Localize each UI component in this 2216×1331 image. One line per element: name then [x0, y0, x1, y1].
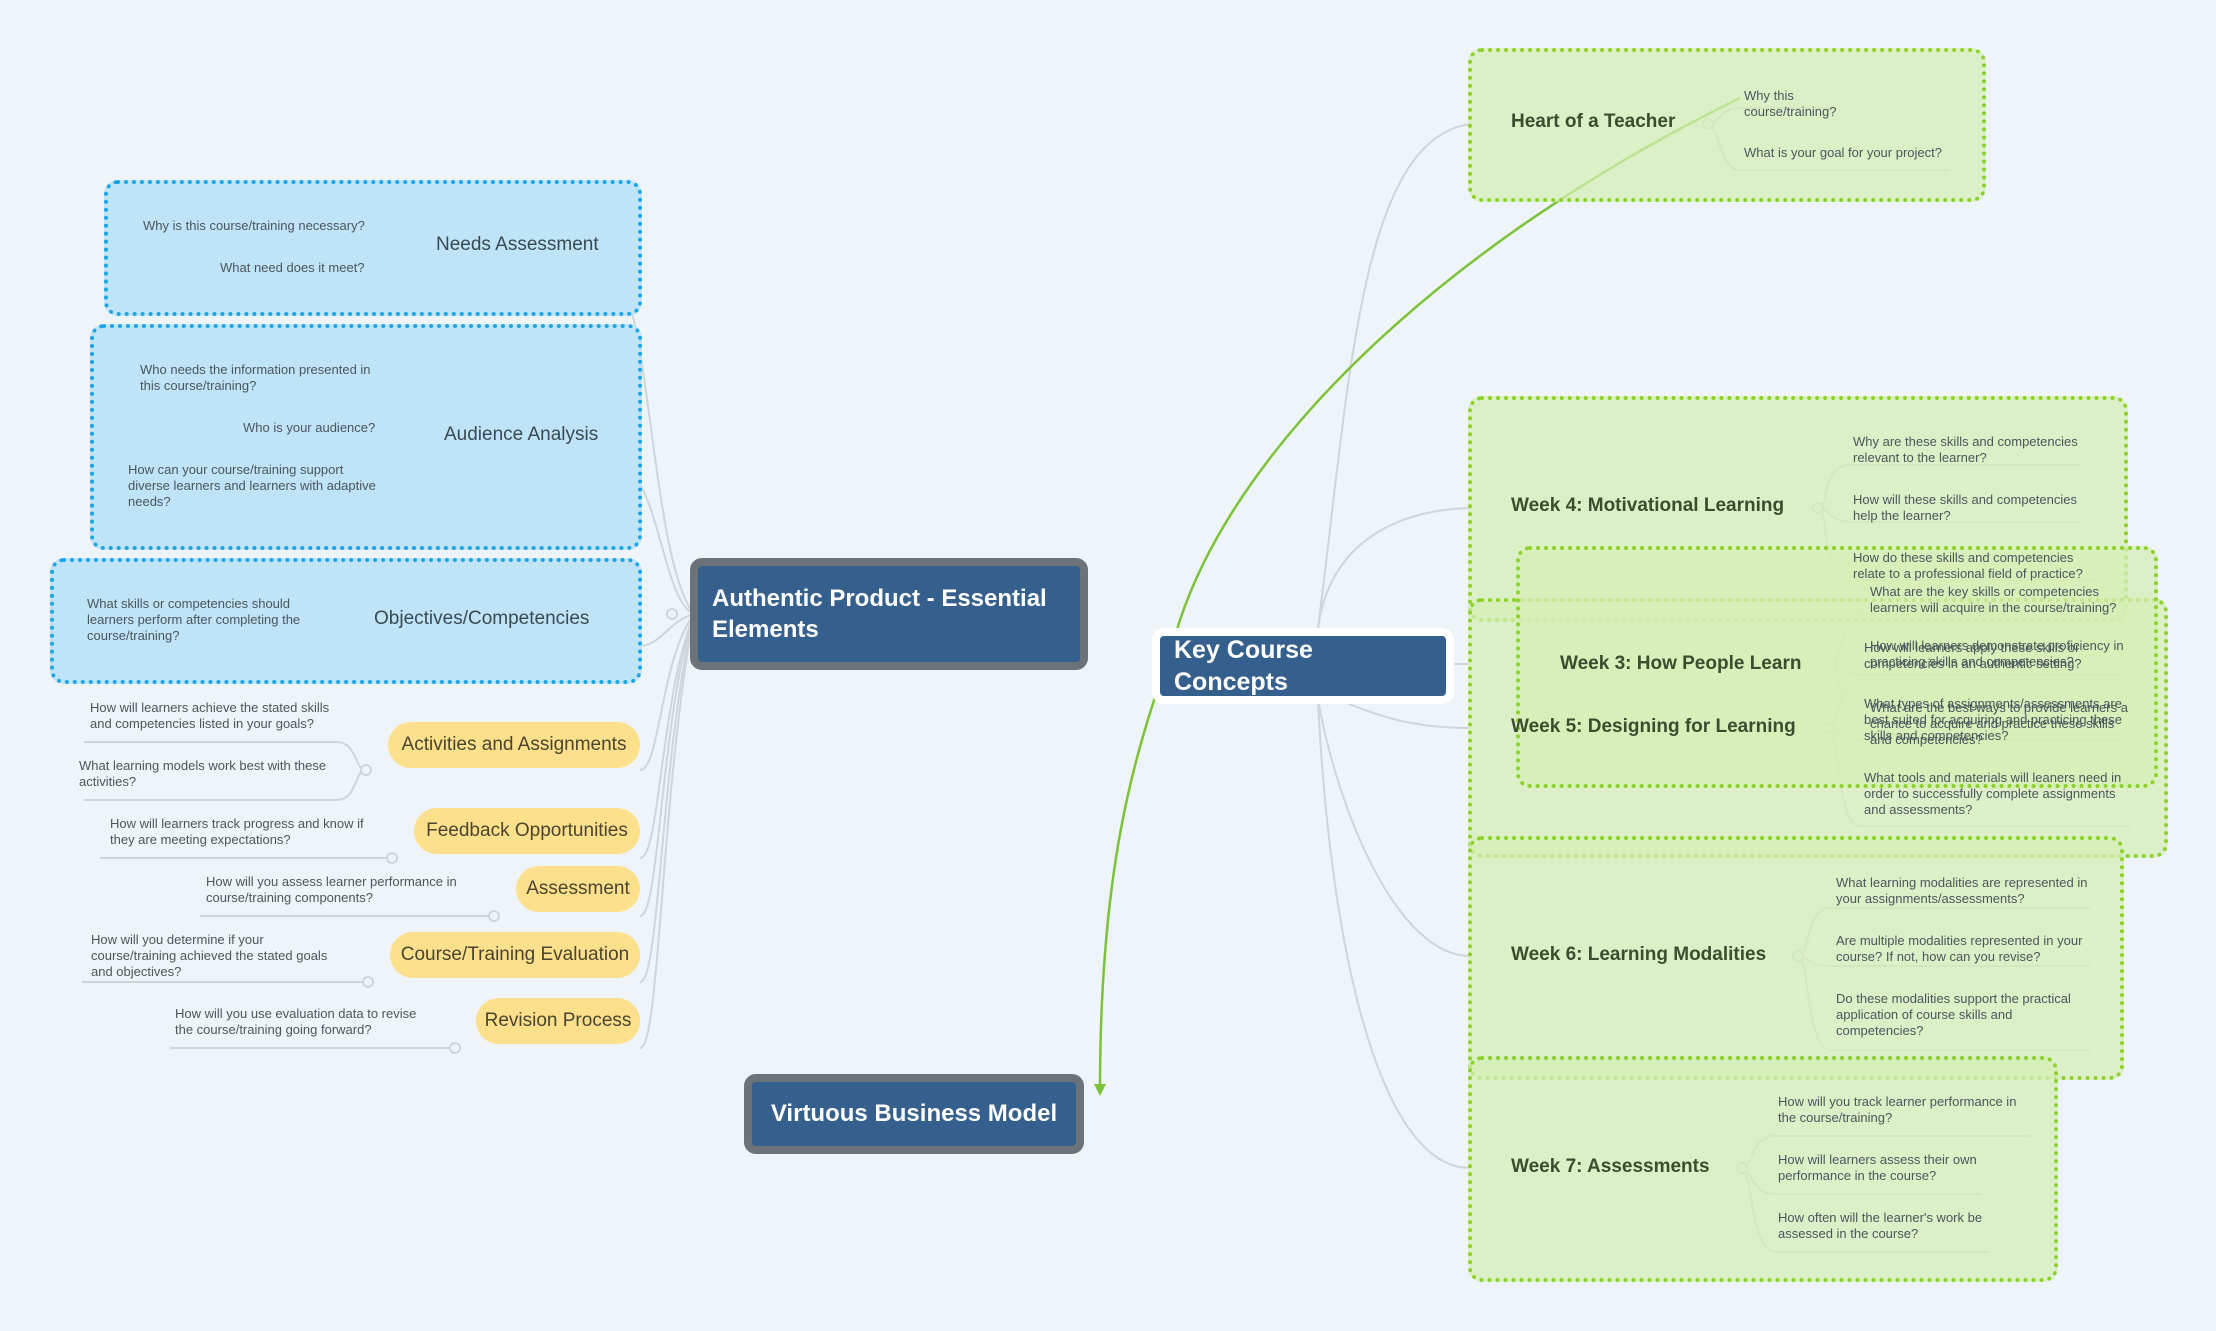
evaluation-q1: How will you determine if your course/tr… [91, 932, 328, 979]
needs-assessment-label[interactable]: Needs Assessment [436, 234, 599, 255]
week3-q2: How will learners demonstrate proficienc… [1870, 638, 2124, 669]
week5-q3: What tools and materials will leaners ne… [1864, 770, 2122, 817]
central-topic-label: Key Course Concepts [1174, 635, 1313, 697]
needs-assessment-boundary [104, 180, 642, 316]
heart-q2: What is your goal for your project? [1744, 145, 1942, 160]
week7-q1: How will you track learner performance i… [1778, 1094, 2017, 1125]
revision-pill[interactable]: Revision Process [476, 998, 640, 1044]
activities-pill[interactable]: Activities and Assignments [388, 722, 640, 768]
week4-q2: How will these skills and competencies h… [1853, 492, 2077, 523]
revision-label: Revision Process [484, 1010, 632, 1031]
authentic-product-topic[interactable]: Authentic Product - Essential Elements [690, 558, 1088, 670]
activities-q1: How will learners achieve the stated ski… [90, 700, 330, 731]
week6-label[interactable]: Week 6: Learning Modalities [1511, 944, 1767, 965]
virtuous-business-label: Virtuous Business Model [770, 1100, 1058, 1128]
week5-label[interactable]: Week 5: Designing for Learning [1511, 716, 1796, 737]
week4-q3: How do these skills and competencies rel… [1853, 550, 2083, 581]
feedback-q1: How will learners track progress and kno… [110, 816, 364, 847]
audience-q1: Who needs the information presented in t… [140, 362, 371, 393]
assessment-q1: How will you assess learner performance … [206, 874, 457, 905]
week3-q3: What types of assignments/assessments ar… [1864, 696, 2122, 743]
week6-q3: Do these modalities support the practica… [1836, 991, 2071, 1038]
week7-q2: How will learners assess their own perfo… [1778, 1152, 1977, 1183]
feedback-label: Feedback Opportunities [426, 820, 628, 841]
week3-label[interactable]: Week 3: How People Learn [1560, 653, 1802, 674]
heart-boundary [1468, 48, 1986, 202]
objectives-label[interactable]: Objectives/Competencies [374, 608, 590, 629]
week6-boundary [1468, 836, 2124, 1080]
week5-q1: How will learners apply these skills or … [1864, 640, 2082, 671]
week5-q2: What are the best ways to provide learne… [1870, 700, 2128, 747]
week7-q3: How often will the learner's work be ass… [1778, 1210, 1983, 1241]
activities-label: Activities and Assignments [401, 734, 627, 755]
audience-analysis-label[interactable]: Audience Analysis [444, 424, 599, 445]
week4-q1: Why are these skills and competencies re… [1853, 434, 2078, 465]
week7-boundary [1468, 1056, 2058, 1282]
feedback-pill[interactable]: Feedback Opportunities [414, 808, 640, 854]
objectives-boundary [50, 558, 642, 684]
week3-boundary [1516, 546, 2158, 788]
week7-label[interactable]: Week 7: Assessments [1511, 1156, 1710, 1177]
audience-q2: Who is your audience? [243, 420, 376, 435]
audience-q3: How can your course/training support div… [128, 462, 376, 509]
central-topic[interactable]: Key Course Concepts [1152, 628, 1454, 704]
assessment-label: Assessment [526, 878, 630, 899]
needs-q2: What need does it meet? [220, 260, 365, 275]
heart-label[interactable]: Heart of a Teacher [1511, 111, 1676, 132]
virtuous-business-topic[interactable]: Virtuous Business Model [744, 1074, 1084, 1154]
week6-q2: Are multiple modalities represented in y… [1836, 933, 2083, 964]
revision-q1: How will you use evaluation data to revi… [175, 1006, 417, 1037]
evaluation-label: Course/Training Evaluation [400, 944, 630, 965]
week4-label[interactable]: Week 4: Motivational Learning [1511, 495, 1785, 516]
needs-q1: Why is this course/training necessary? [143, 218, 365, 233]
audience-analysis-boundary [90, 324, 642, 550]
assessment-pill[interactable]: Assessment [516, 866, 640, 912]
week3-q1: What are the key skills or competencies … [1870, 584, 2117, 615]
objectives-q1: What skills or competencies should learn… [87, 596, 301, 643]
activities-q2: What learning models work best with thes… [79, 758, 327, 789]
heart-q1: Why this course/training? [1744, 88, 1837, 119]
authentic-product-label: Authentic Product - Essential Elements [712, 584, 1047, 643]
evaluation-pill[interactable]: Course/Training Evaluation [390, 932, 640, 978]
week6-q1: What learning modalities are represented… [1836, 875, 2088, 906]
